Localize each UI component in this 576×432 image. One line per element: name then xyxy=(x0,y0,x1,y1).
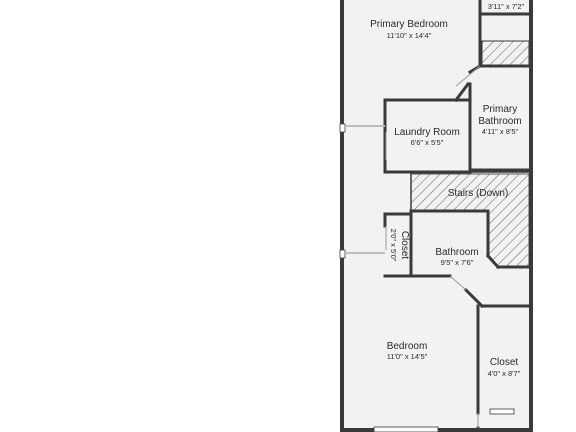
bedroom-name: Bedroom xyxy=(387,341,428,352)
bedroom-dims: 11'0" x 14'5" xyxy=(387,352,428,361)
door-swings xyxy=(385,65,481,428)
top-closet-hatch xyxy=(481,40,530,67)
windows xyxy=(339,123,515,432)
bathroom-name: Bathroom xyxy=(435,247,478,258)
bathroom-dims: 9'5" x 7'6" xyxy=(441,258,474,267)
primary-bathroom-dims: 4'11" x 8'5" xyxy=(482,127,519,136)
primary-bedroom-dims: 11'10" x 14'4" xyxy=(387,31,432,40)
top-closet-dims: 3'11" x 7'2" xyxy=(488,2,525,11)
room-labels: Primary Bedroom 11'10" x 14'4" 3'11" x 7… xyxy=(370,2,524,378)
laundry-room-dims: 6'6" x 5'5" xyxy=(411,138,444,147)
primary-bathroom-name-2: Bathroom xyxy=(478,116,521,127)
closet-dims: 4'0" x 8'7" xyxy=(488,369,521,378)
closet-name: Closet xyxy=(490,357,519,368)
primary-bathroom-name-1: Primary xyxy=(483,104,517,115)
laundry-room-name: Laundry Room xyxy=(394,127,460,138)
small-closet-dims: 2'0" x 5'0" xyxy=(389,229,398,262)
stairs-name: Stairs (Down) xyxy=(448,188,509,199)
walls xyxy=(340,0,533,432)
primary-bedroom-name: Primary Bedroom xyxy=(370,19,448,30)
small-closet-name: Closet xyxy=(399,231,410,260)
